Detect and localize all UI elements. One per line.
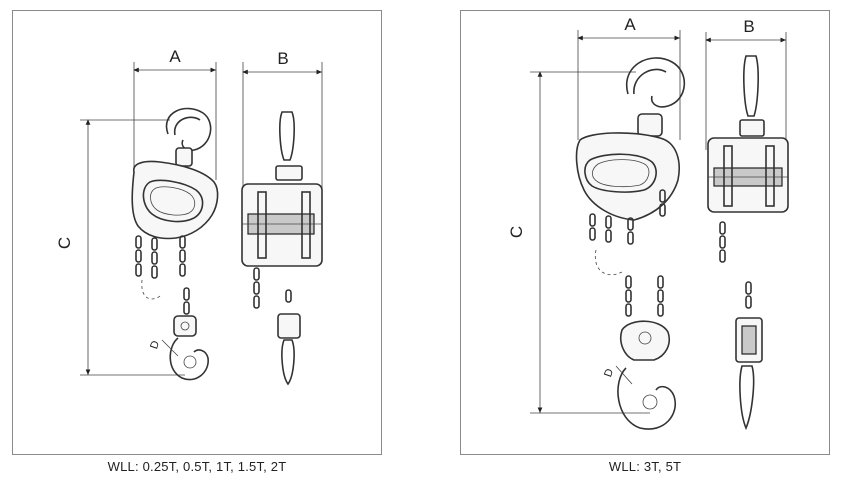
left-dim-c-label: C (55, 237, 74, 249)
left-dimension-b: B (242, 49, 323, 200)
left-hoist-body (131, 160, 219, 240)
left-dimension-c: C (55, 119, 185, 376)
left-hoist-drawing: A B C (55, 47, 323, 386)
left-dimension-a: A (133, 47, 217, 180)
right-hoist-drawing: A B C (507, 15, 789, 431)
right-front-chains (589, 189, 666, 317)
left-dim-d-label: D (148, 339, 162, 351)
right-dimension-b: B (705, 17, 787, 150)
right-dimension-c: C (507, 71, 650, 414)
left-top-hook (165, 107, 212, 152)
right-bottom-hook (617, 367, 677, 430)
right-diagram-panel (460, 10, 830, 455)
left-wll-caption: WLL: 0.25T, 0.5T, 1T, 1.5T, 2T (107, 459, 287, 474)
right-dim-d-label: D (602, 367, 616, 379)
left-dim-a-label: A (169, 47, 181, 66)
left-bottom-hook (169, 337, 209, 381)
right-hoist-body (575, 132, 680, 221)
right-wll-caption: WLL: 3T, 5T (608, 459, 682, 474)
right-side-view (707, 55, 789, 431)
right-top-hook (625, 57, 686, 108)
left-front-chains (135, 235, 190, 315)
right-dim-b-label: B (743, 17, 754, 36)
left-side-view (241, 111, 323, 386)
right-dim-a-label: A (624, 15, 636, 34)
right-dim-c-label: C (507, 226, 526, 238)
right-dimension-a: A (577, 15, 681, 140)
left-dim-b-label: B (277, 49, 288, 68)
